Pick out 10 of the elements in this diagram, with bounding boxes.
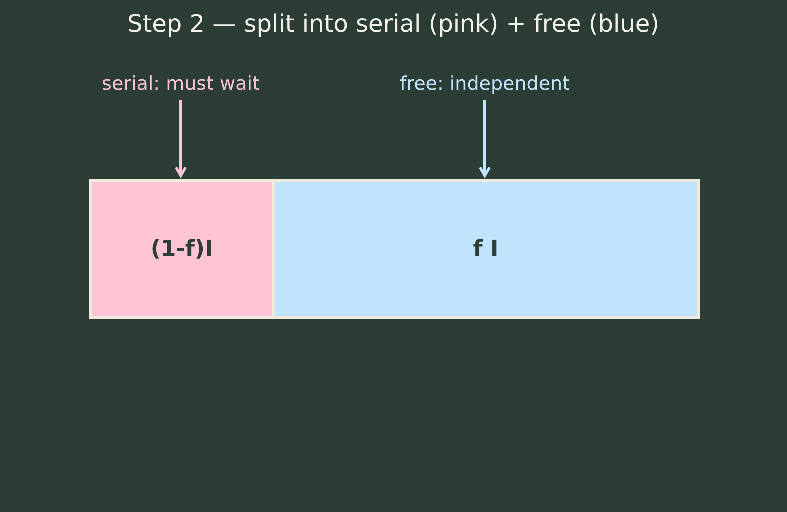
section-label: (1-f)I — [150, 236, 214, 262]
arrow — [478, 100, 492, 178]
free-section — [275, 182, 697, 316]
arrow — [174, 100, 188, 178]
annotation-label: serial: must wait — [102, 73, 260, 95]
annotation-label: free: independent — [400, 73, 570, 95]
section-label: f I — [473, 236, 499, 262]
serial-section — [92, 182, 272, 316]
title: Step 2 — split into serial (pink) + free (blue) — [126, 10, 660, 38]
workload-bar — [89, 179, 700, 319]
